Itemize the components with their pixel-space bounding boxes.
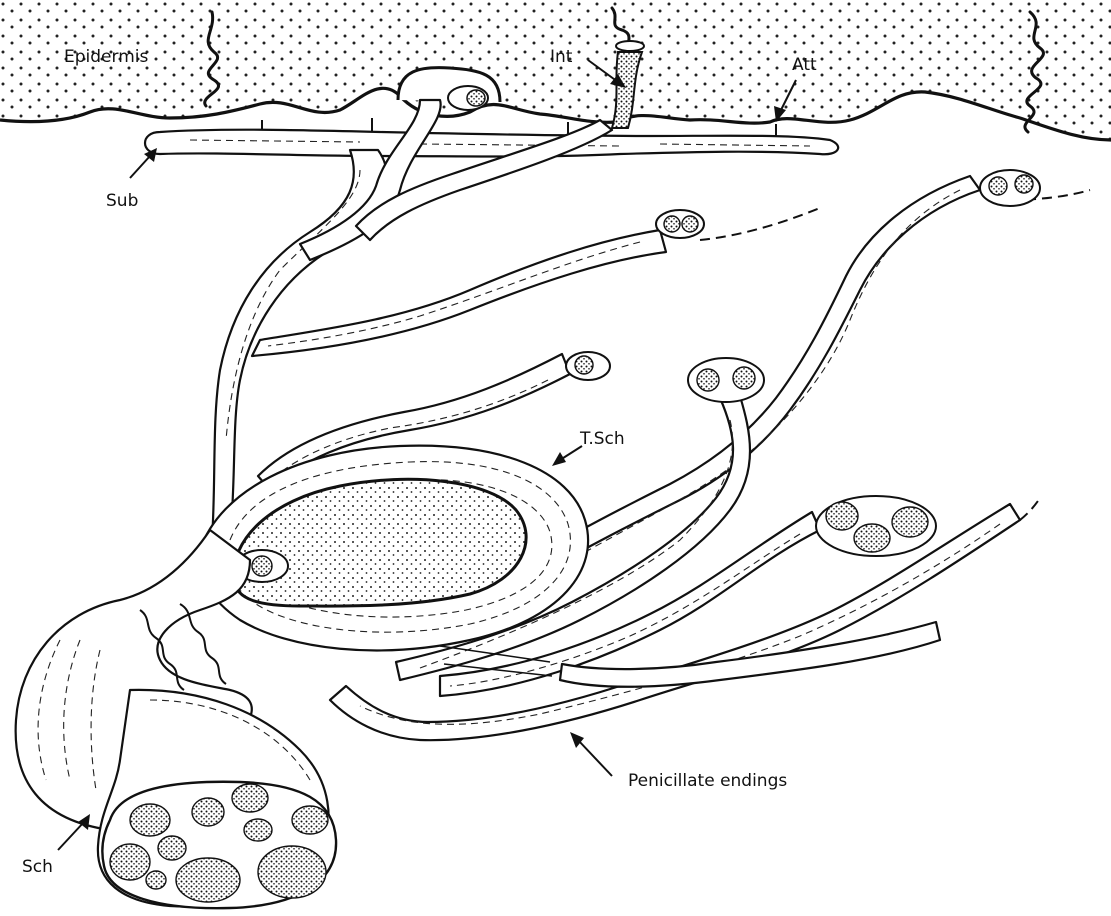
epidermis-layer [0, 0, 1111, 140]
label-epidermis: Epidermis [64, 47, 148, 67]
subepidermal-plexus [145, 118, 838, 157]
label-att: Att [792, 55, 817, 75]
label-int: Int [550, 47, 573, 67]
arrow-tsch [552, 446, 582, 466]
label-sch: Sch [22, 857, 53, 877]
arrow-penicillate [570, 732, 612, 776]
arrow-sub [130, 148, 157, 178]
nerve-cross-section [102, 782, 336, 908]
label-tsch: T.Sch [579, 429, 625, 449]
label-sub: Sub [106, 191, 138, 211]
label-penicillate: Penicillate endings [628, 771, 787, 791]
